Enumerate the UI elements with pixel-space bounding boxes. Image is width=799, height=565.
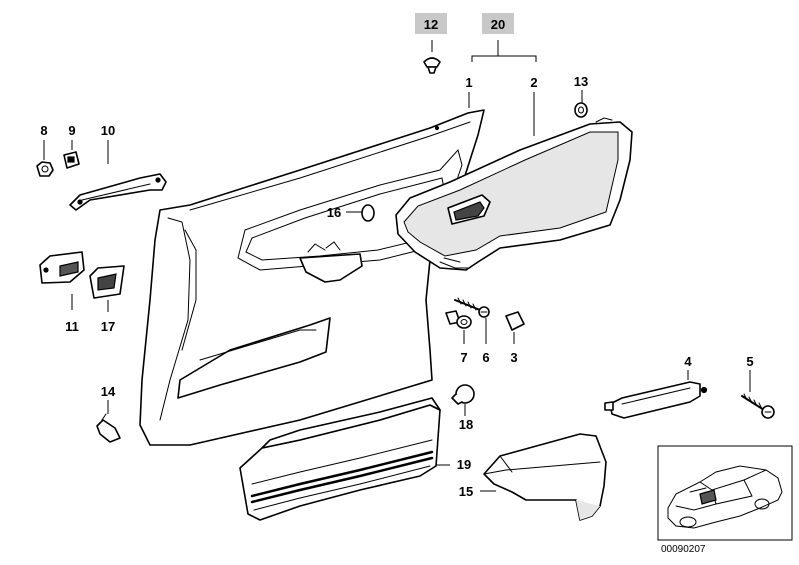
label-7: 7 xyxy=(460,350,467,365)
label-13: 13 xyxy=(574,74,588,89)
car-outline-icon xyxy=(667,465,783,529)
part-17-cover xyxy=(89,265,125,299)
part-4-grip xyxy=(604,381,708,419)
vehicle-inset: 00090207 xyxy=(657,445,793,555)
label-9: 9 xyxy=(68,123,75,138)
label-box-12 xyxy=(415,13,447,34)
bracket-20 xyxy=(471,55,537,62)
label-6: 6 xyxy=(482,350,489,365)
part-10-bracket xyxy=(69,173,167,211)
part-5-screw xyxy=(741,393,775,419)
part-14-clip xyxy=(96,413,121,443)
label-2: 2 xyxy=(530,75,537,90)
label-11: 11 xyxy=(65,319,79,334)
label-20: 20 xyxy=(491,17,505,32)
part-12-clip xyxy=(423,57,441,74)
label-1: 1 xyxy=(465,75,472,90)
label-8: 8 xyxy=(40,123,47,138)
part-6-screw xyxy=(454,297,490,318)
part-19-door-pocket xyxy=(239,397,441,521)
part-11-bracket xyxy=(39,251,85,284)
label-3: 3 xyxy=(510,350,517,365)
label-18: 18 xyxy=(459,417,473,432)
part-16-clip-ring xyxy=(361,204,375,222)
label-19: 19 xyxy=(457,457,471,472)
label-box-20 xyxy=(482,13,514,34)
part-9-clip xyxy=(63,151,80,169)
label-10: 10 xyxy=(101,123,115,138)
part-8-nut xyxy=(36,161,54,177)
part-15-storage-pocket xyxy=(483,433,607,521)
label-17: 17 xyxy=(101,319,115,334)
part-2-inner-panel xyxy=(395,117,633,271)
part-1-door-panel xyxy=(139,109,485,446)
label-5: 5 xyxy=(746,354,753,369)
reference-number: 00090207 xyxy=(661,544,706,555)
label-15: 15 xyxy=(459,484,473,499)
part-labels: 1 2 3 4 5 6 7 8 9 10 11 12 13 14 15 16 1… xyxy=(40,17,753,499)
part-13-grommet xyxy=(574,102,588,118)
label-16: 16 xyxy=(327,205,341,220)
part-7-screw xyxy=(445,310,472,329)
label-4: 4 xyxy=(684,354,692,369)
part-18-plug xyxy=(451,384,475,405)
label-12: 12 xyxy=(424,17,438,32)
part-3-cap xyxy=(505,311,525,331)
label-14: 14 xyxy=(101,384,116,399)
leader-lines xyxy=(43,40,751,492)
